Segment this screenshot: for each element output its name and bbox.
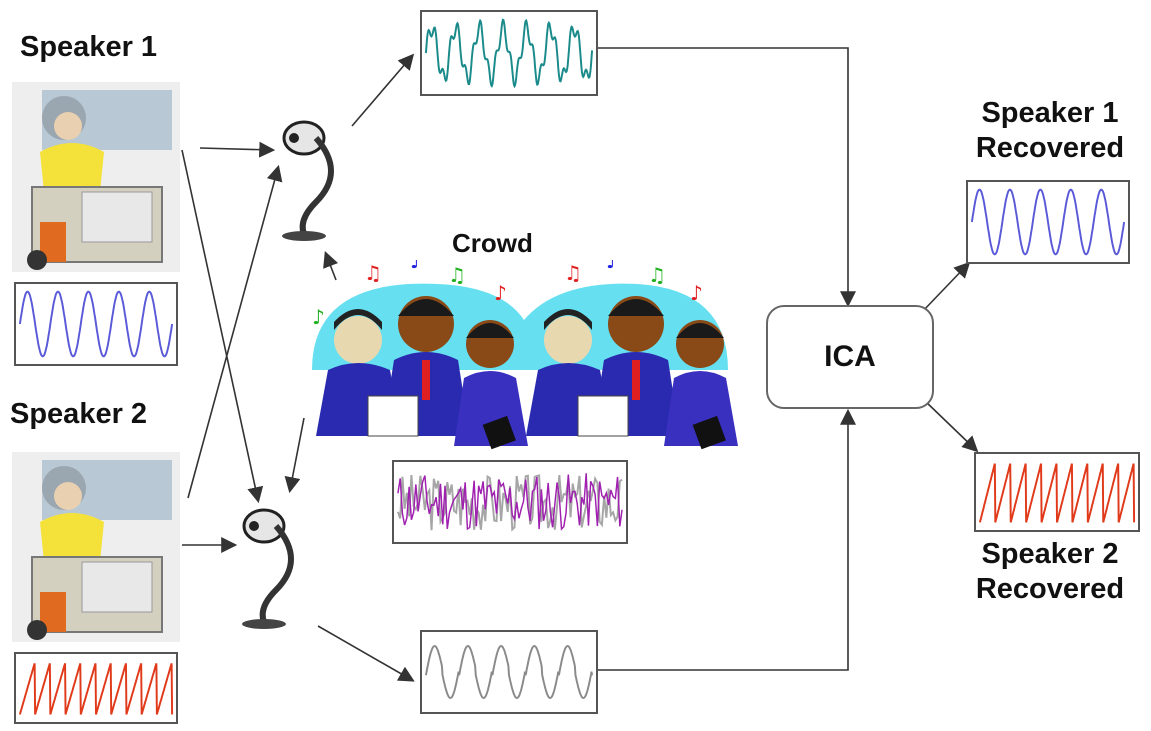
arrow-speaker1-to-mic1 [199, 141, 276, 158]
arrow-speaker2-to-mic1 [187, 164, 283, 499]
speaker1-recovered-wave [966, 180, 1130, 264]
svg-text:♪: ♪ [410, 260, 423, 273]
speaker2-recovered-line1: Speaker 2 [981, 538, 1119, 570]
svg-text:♪: ♪ [606, 260, 619, 273]
arrow-crowd-to-mic2 [284, 417, 305, 494]
microphone-1-icon [276, 112, 356, 242]
svg-text:♪: ♪ [312, 305, 325, 329]
svg-text:♪: ♪ [690, 281, 703, 305]
speaker2-source-wave [14, 652, 178, 724]
speaker-2-illustration [12, 452, 180, 642]
svg-text:♪: ♪ [494, 281, 507, 305]
speaker2-label: Speaker 2 [10, 398, 148, 430]
arrow-speaker1-to-mic2 [181, 149, 264, 504]
speaker1-recovered-line2: Recovered [975, 131, 1125, 164]
speaker1-recovered-line1: Speaker 1 [981, 97, 1119, 129]
arrow-ica-to-speaker1-recovered [921, 261, 971, 313]
microphone-2-icon [236, 500, 316, 630]
svg-text:♫: ♫ [448, 263, 466, 287]
arrow-mic1-wave-to-ica [598, 47, 856, 308]
crowd-illustration: ♫ ♪ ♫ ♪ ♫ ♪ ♫ ♪ ♪ [298, 249, 746, 456]
arrow-ica-to-speaker2-recovered [923, 399, 979, 453]
ica-label: ICA [824, 340, 876, 373]
ica-box: ICA [766, 305, 934, 409]
speaker2-recovered-label: Speaker 2 Recovered [950, 537, 1150, 607]
svg-text:♫: ♫ [564, 261, 582, 285]
microphone1-mixed-wave [420, 10, 598, 96]
speaker2-recovered-line2: Recovered [975, 572, 1125, 605]
microphone2-mixed-wave [420, 630, 598, 714]
svg-text:♫: ♫ [648, 263, 666, 287]
speaker2-recovered-wave [974, 452, 1140, 532]
arrow-mic1-to-wave [351, 53, 415, 127]
arrow-crowd-to-mic1 [323, 251, 339, 281]
speaker1-label: Speaker 1 [20, 31, 158, 63]
crowd-noise-wave [392, 460, 628, 544]
arrow-mic2-wave-to-ica [598, 408, 856, 671]
arrow-mic2-to-wave [317, 625, 415, 682]
svg-text:♫: ♫ [364, 261, 382, 285]
speaker1-recovered-label: Speaker 1 Recovered [950, 96, 1150, 166]
speaker-1-illustration [12, 82, 180, 272]
crowd-label: Crowd [452, 228, 533, 258]
speaker1-source-wave [14, 282, 178, 366]
